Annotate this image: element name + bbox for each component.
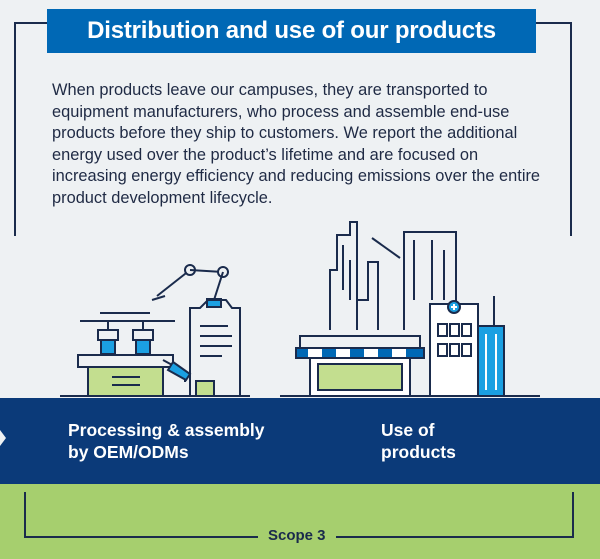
page-title: Distribution and use of our products xyxy=(47,9,536,53)
city-illustration xyxy=(280,221,540,397)
gripper-icon xyxy=(97,329,154,355)
document-icon xyxy=(189,299,241,396)
intro-paragraph: When products leave our campuses, they a… xyxy=(52,81,541,207)
stage-label-use: Use of products xyxy=(381,420,456,462)
stage-band xyxy=(0,398,600,484)
tower-icon xyxy=(477,296,505,397)
band-notch xyxy=(0,430,6,446)
scope-label: Scope 3 xyxy=(258,527,336,544)
factory-illustration xyxy=(60,264,250,397)
hospital-icon xyxy=(429,300,479,397)
illustration xyxy=(60,221,540,397)
skyscraper-icon xyxy=(329,221,457,330)
shop-icon xyxy=(295,335,425,397)
scope-area xyxy=(0,484,600,559)
stage-label-processing: Processing & assembly by OEM/ODMs xyxy=(68,420,265,462)
